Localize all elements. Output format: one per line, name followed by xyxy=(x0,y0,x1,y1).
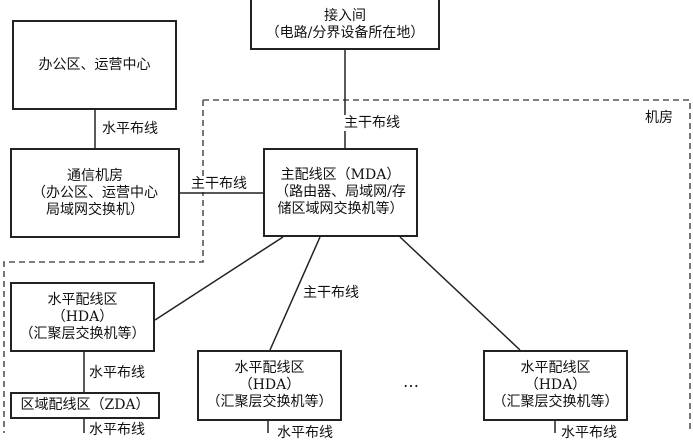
hda-mid-line2: （HDA） xyxy=(238,377,301,393)
horizontal-label-hda: 水平布线 xyxy=(88,365,146,381)
hda-right-title: 水平配线区 xyxy=(520,360,591,376)
hda-mid-title: 水平配线区 xyxy=(234,360,305,376)
mda-title: 主配线区（MDA） xyxy=(280,167,401,183)
mda-hda-right-link xyxy=(399,236,521,351)
mda-line2: （路由器、局域网/存 xyxy=(275,184,406,200)
ellipsis-label: … xyxy=(402,372,420,391)
hda-left-title: 水平配线区 xyxy=(47,291,118,308)
horizontal-label-bottom-mid: 水平布线 xyxy=(276,425,334,441)
zda-box: 区域配线区（ZDA） xyxy=(10,392,160,419)
hda-right-line2: （HDA） xyxy=(524,377,587,393)
backbone-label-top: 主干布线 xyxy=(343,115,401,131)
comm-room-line3: 局域网交换机） xyxy=(46,201,144,218)
horizontal-label-bottom-left: 水平布线 xyxy=(88,422,146,438)
horizontal-label-office: 水平布线 xyxy=(101,121,159,137)
comm-room-box: 通信机房 （办公区、运营中心 局域网交换机） xyxy=(10,148,180,238)
hda-left-box: 水平配线区 （HDA） （汇聚层交换机等） xyxy=(10,282,155,352)
hda-mid-line3: （汇聚层交换机等） xyxy=(206,394,333,410)
hda-left-line2: （HDA） xyxy=(51,308,114,325)
entrance-room-box: 接入间 （电路/分界设备所在地） xyxy=(250,0,440,50)
office-center-label: 办公区、运营中心 xyxy=(38,56,151,73)
entrance-subtitle: （电路/分界设备所在地） xyxy=(265,25,425,41)
mda-line3: 储区域网交换机等） xyxy=(277,201,404,217)
comm-room-title: 通信机房 xyxy=(67,167,123,184)
machine-room-label: 机房 xyxy=(644,110,674,126)
mda-box: 主配线区（MDA） （路由器、局域网/存 储区域网交换机等） xyxy=(263,148,418,237)
mda-hda-left-link xyxy=(154,236,284,321)
horizontal-label-bottom-right: 水平布线 xyxy=(560,425,618,441)
office-center-box: 办公区、运营中心 xyxy=(12,20,177,110)
backbone-label-mid: 主干布线 xyxy=(302,285,360,301)
hda-mid-box: 水平配线区 （HDA） （汇聚层交换机等） xyxy=(197,350,342,421)
comm-room-line2: （办公区、运营中心 xyxy=(32,184,158,201)
hda-left-line3: （汇聚层交换机等） xyxy=(19,325,146,342)
backbone-label-left: 主干布线 xyxy=(190,176,248,192)
mda-hda-mid-link xyxy=(269,236,321,351)
zda-label: 区域配线区（ZDA） xyxy=(20,397,150,413)
hda-right-line3: （汇聚层交换机等） xyxy=(492,394,619,410)
hda-right-box: 水平配线区 （HDA） （汇聚层交换机等） xyxy=(483,350,628,421)
entrance-title: 接入间 xyxy=(324,8,366,24)
